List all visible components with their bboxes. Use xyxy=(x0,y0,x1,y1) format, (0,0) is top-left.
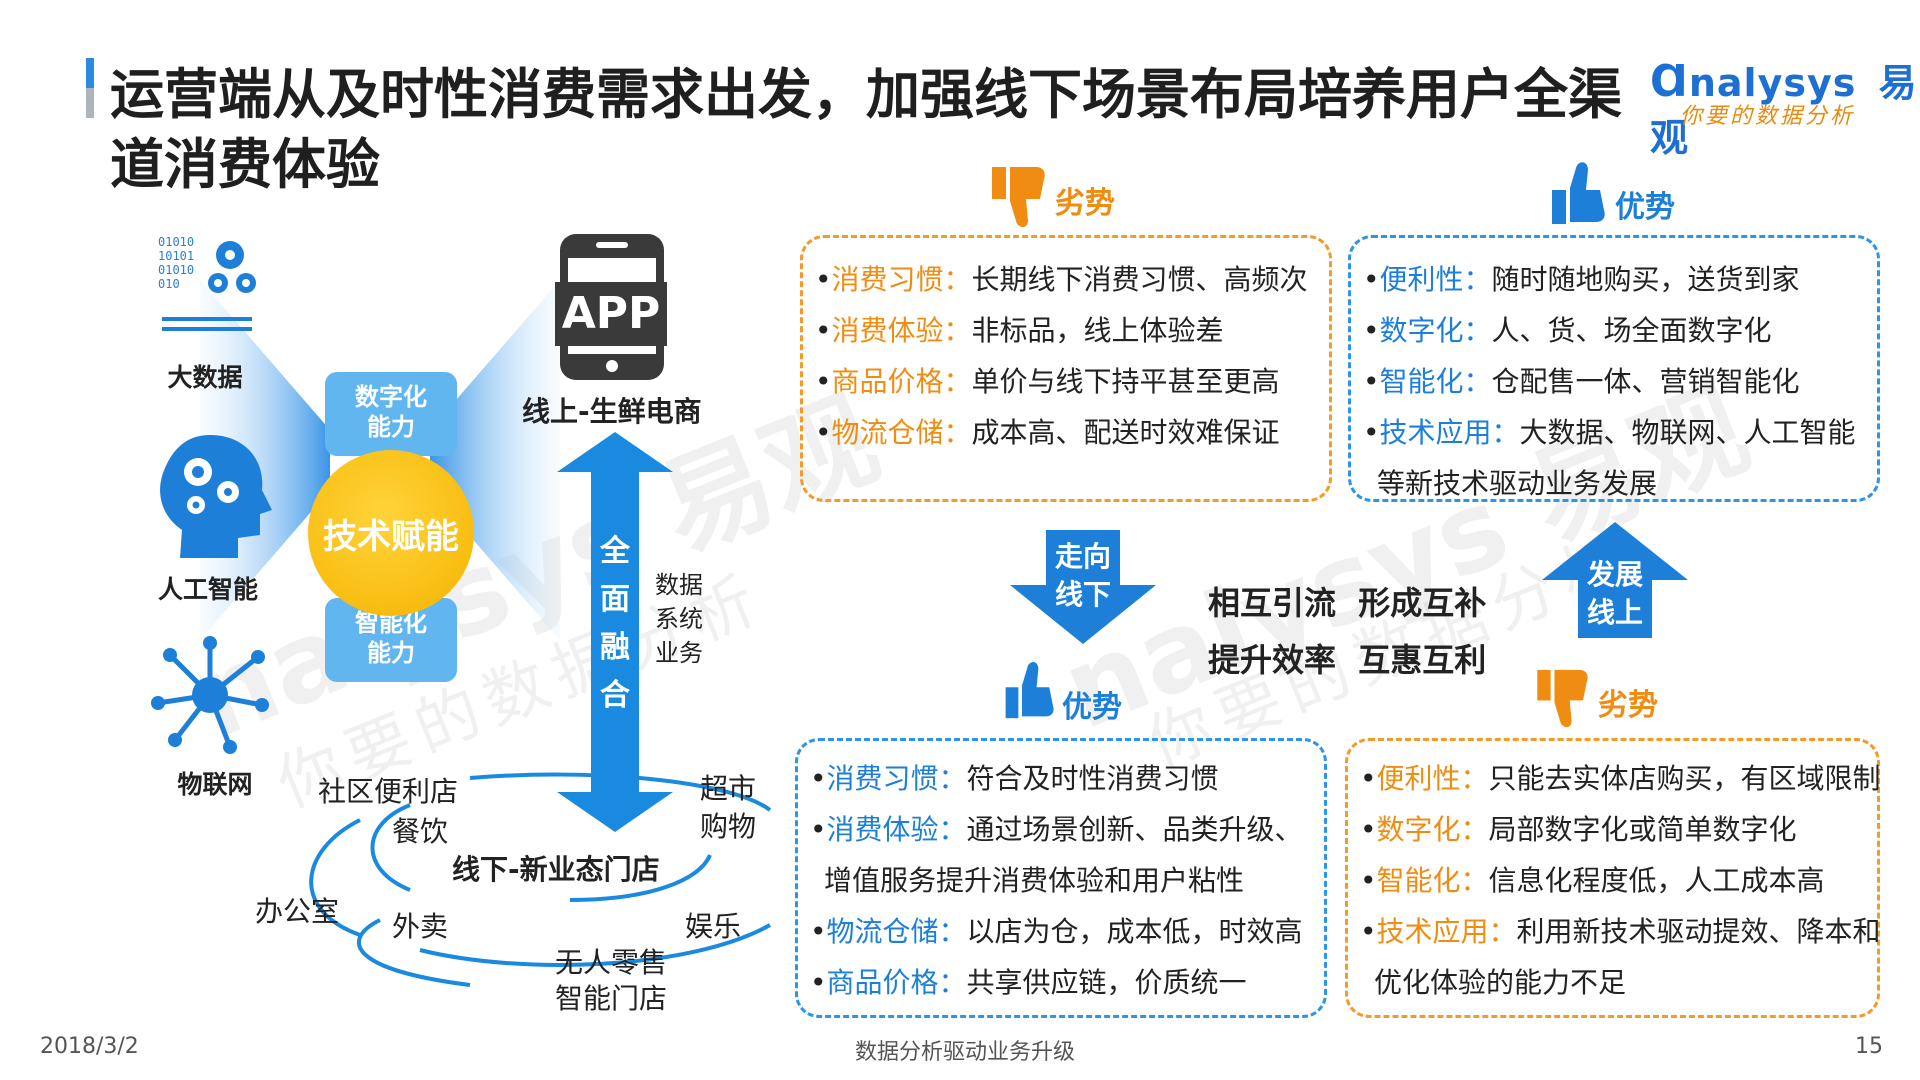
label-big-data: 大数据 xyxy=(167,363,243,392)
label-iot: 物联网 xyxy=(177,770,253,799)
footer-date: 2018/3/2 xyxy=(40,1034,139,1059)
app-badge: APP xyxy=(555,282,667,346)
big-data-icon: 01010 10101 01010 010 xyxy=(158,235,258,345)
online-label: 线上-生鲜电商 xyxy=(522,395,702,428)
down-arrow-text: 走向 线下 xyxy=(1054,540,1111,611)
online-disadvantage-header: 劣势 xyxy=(1055,186,1115,221)
tech-empowerment-circle: 技术赋能 xyxy=(308,450,474,616)
brand-logo: Ɑnalysys 易观 xyxy=(1650,52,1920,162)
down-arrow-icon xyxy=(1010,530,1156,644)
ai-head-gear-icon xyxy=(160,435,272,558)
footer-center-text: 数据分析驱动业务升级 xyxy=(855,1040,1076,1065)
logo-o-icon: Ɑ xyxy=(1650,56,1689,107)
gear-icon xyxy=(208,241,256,293)
scene-dining: 餐饮 xyxy=(392,815,449,848)
offline-rings xyxy=(309,772,772,987)
scene-unmanned-retail: 无人零售 智能门店 xyxy=(555,946,668,1015)
offline-disadvantage-header: 劣势 xyxy=(1598,688,1658,723)
list-item-continuation: 增值服务提升消费体验和用户粘性 xyxy=(824,864,1245,897)
list-item: •便利性：只能去实体店购买，有区域限制 xyxy=(1360,762,1881,795)
logo-brand: nalysys xyxy=(1688,61,1857,105)
center-line-1: 相互引流 形成互补 xyxy=(1208,584,1487,622)
up-arrow-text: 发展 线上 xyxy=(1586,558,1643,629)
online-advantage-box: •便利性：随时随地购买，送货到家 •数字化：人、货、场全面数字化 •智能化：仓配… xyxy=(1348,235,1880,502)
arrow-text: 全 面 融 合 xyxy=(600,534,630,713)
list-item: •商品价格：单价与线下持平甚至更高 xyxy=(815,365,1280,398)
list-item: •消费习惯：长期线下消费习惯、高频次 xyxy=(815,263,1308,296)
binary-text: 01010 10101 01010 010 xyxy=(158,235,195,291)
thumbs-down-icon xyxy=(1537,669,1588,728)
list-item: •商品价格：共享供应链，价质统一 xyxy=(810,966,1247,999)
offline-advantage-header: 优势 xyxy=(1062,690,1122,725)
title-accent-bar xyxy=(86,58,94,118)
online-advantage-header: 优势 xyxy=(1615,190,1675,225)
beam-right xyxy=(430,280,560,640)
page-number: 15 xyxy=(1855,1034,1883,1059)
list-item: •消费体验：通过场景创新、品类升级、 xyxy=(810,813,1303,846)
arrow-side-text: 数据 系统 业务 xyxy=(655,571,703,667)
list-item: •物流仓储：以店为仓，成本低，时效高 xyxy=(810,915,1303,948)
thumbs-up-icon xyxy=(1552,162,1605,224)
list-item: •智能化：信息化程度低，人工成本高 xyxy=(1360,864,1825,897)
offline-disadvantage-box: •便利性：只能去实体店购买，有区域限制 •数字化：局部数字化或简单数字化 •智能… xyxy=(1345,738,1881,1018)
list-item: •物流仓储：成本高、配送时效难保证 xyxy=(815,416,1280,449)
up-arrow-icon xyxy=(1542,522,1688,638)
offline-advantage-box: •消费习惯：符合及时性消费习惯 •消费体验：通过场景创新、品类升级、 增值服务提… xyxy=(795,738,1327,1018)
list-item: •技术应用：利用新技术驱动提效、降本和 xyxy=(1360,915,1881,948)
list-item-continuation: 优化体验的能力不足 xyxy=(1374,966,1627,999)
scene-community-store: 社区便利店 xyxy=(318,775,459,808)
double-arrow-icon xyxy=(557,432,673,832)
list-item-continuation: 等新技术驱动业务发展 xyxy=(1377,467,1658,500)
scene-entertainment: 娱乐 xyxy=(685,910,742,943)
logo-slogan: 你要的数据分析 xyxy=(1680,104,1856,129)
list-item: •消费习惯：符合及时性消费习惯 xyxy=(810,762,1219,795)
scene-supermarket: 超市 购物 xyxy=(700,772,757,843)
list-item: •数字化：人、货、场全面数字化 xyxy=(1363,314,1772,347)
offline-label: 线下-新业态门店 xyxy=(452,853,660,886)
list-item: •消费体验：非标品，线上体验差 xyxy=(815,314,1224,347)
center-line-2: 提升效率 互惠互利 xyxy=(1208,641,1487,679)
iot-network-icon xyxy=(151,636,269,754)
list-item: •便利性：随时随地购买，送货到家 xyxy=(1363,263,1800,296)
list-item: •技术应用：大数据、物联网、人工智能 xyxy=(1363,416,1856,449)
logo-cn: 易观 xyxy=(1650,61,1918,160)
label-ai: 人工智能 xyxy=(157,575,258,604)
pill-digital-capability: 数字化 能力 xyxy=(325,372,457,456)
scene-office: 办公室 xyxy=(255,895,340,928)
thumbs-up-icon xyxy=(1005,662,1054,719)
list-item: •智能化：仓配售一体、营销智能化 xyxy=(1363,365,1800,398)
list-item: •数字化：局部数字化或简单数字化 xyxy=(1360,813,1797,846)
tech-empowerment-label: 技术赋能 xyxy=(323,516,459,557)
scene-takeaway: 外卖 xyxy=(392,910,449,943)
thumbs-down-icon xyxy=(992,167,1045,227)
page-title: 运营端从及时性消费需求出发，加强线下场景布局培养用户全渠道消费体验 xyxy=(110,63,1622,196)
online-disadvantage-box: •消费习惯：长期线下消费习惯、高频次 •消费体验：非标品，线上体验差 •商品价格… xyxy=(800,235,1332,502)
